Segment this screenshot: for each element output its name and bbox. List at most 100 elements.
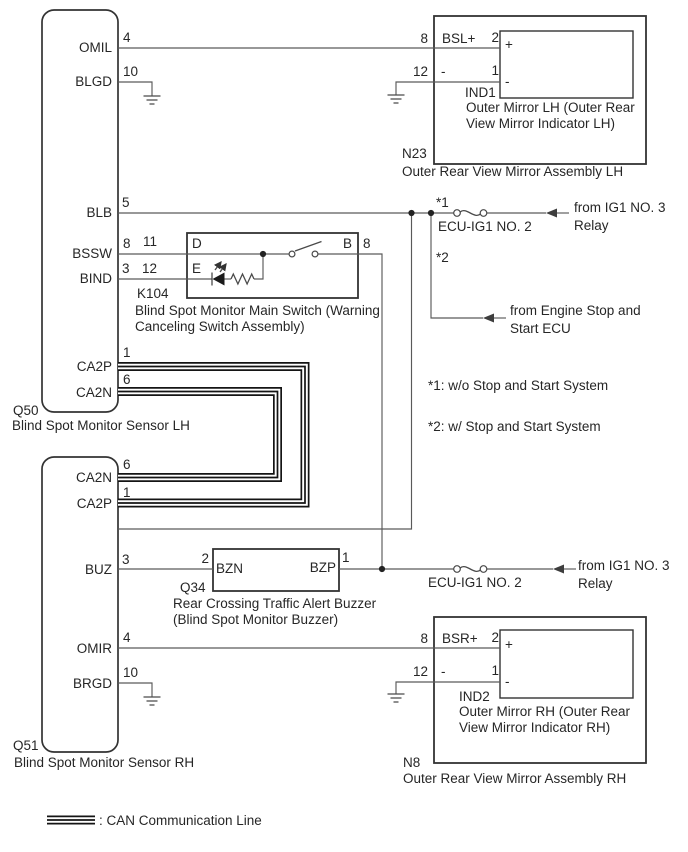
q51-pin-omir-label: OMIR xyxy=(77,641,112,656)
k104-pin-b-label: B xyxy=(343,236,352,251)
q34-pin-bzp-num: 1 xyxy=(342,550,350,565)
q51-pin-ca2p-label: CA2P xyxy=(77,496,112,511)
q50-pin-omil-label: OMIL xyxy=(79,40,112,55)
q50-pin-omil-num: 4 xyxy=(123,30,131,45)
n8-box xyxy=(433,616,647,764)
junction-k104 xyxy=(259,250,267,258)
n23-id: N23 xyxy=(402,146,427,161)
q51-pin-buz-label: BUZ xyxy=(85,562,112,577)
k104-pin-d-num: 11 xyxy=(143,234,157,249)
wire-ind2-ground xyxy=(395,681,500,694)
can-loop-outer xyxy=(118,362,310,508)
junction-blb-2 xyxy=(427,209,435,217)
n8-pin-gnd-outer-num: 12 xyxy=(413,664,428,679)
stop-start-source-line1: from Engine Stop and xyxy=(510,303,641,318)
q51-id: Q51 xyxy=(13,738,39,753)
n23-box xyxy=(433,15,647,165)
wire-resistor-riser xyxy=(254,254,264,280)
stop-start-source-line2: Start ECU xyxy=(510,321,571,336)
wire-brgd-ground xyxy=(118,682,153,697)
q50-label: Blind Spot Monitor Sensor LH xyxy=(12,418,190,433)
q50-pin-blb-num: 5 xyxy=(122,195,130,210)
k104-box xyxy=(186,232,359,299)
q34-label-line1: Rear Crossing Traffic Alert Buzzer xyxy=(173,596,377,611)
q51-pin-ca2n-num: 6 xyxy=(123,457,131,472)
n23-pin-gnd-inner-num: 1 xyxy=(491,63,499,78)
ind1-label-line1: Outer Mirror LH (Outer Rear xyxy=(466,100,635,115)
n8-pin-gnd-label: - xyxy=(441,664,446,679)
can-line-ca2n-fill xyxy=(118,388,281,481)
note2-marker: *2 xyxy=(436,250,449,265)
can-line-ca2n-core xyxy=(118,390,279,479)
q50-pin-bssw-label: BSSW xyxy=(72,246,112,261)
k104-resistor-icon xyxy=(230,272,255,286)
junction-bzp xyxy=(378,565,386,573)
q34-id: Q34 xyxy=(180,580,206,595)
junction-blb-1 xyxy=(408,209,415,217)
n23-pin-bsl-outer-num: 8 xyxy=(420,31,428,46)
ind2-box xyxy=(499,629,634,699)
q50-pin-bind-num: 3 xyxy=(122,261,130,276)
k104-pin-b-num: 8 xyxy=(363,236,371,251)
arrow-from-ig1-bottom-icon xyxy=(553,564,576,574)
ind2-id: IND2 xyxy=(459,689,490,704)
q51-label: Blind Spot Monitor Sensor RH xyxy=(14,755,194,770)
n8-label: Outer Rear View Mirror Assembly RH xyxy=(403,771,626,786)
arrow-from-ig1-top-icon xyxy=(546,208,569,218)
fuse-bottom-source-line2: Relay xyxy=(578,576,613,591)
wire-blgd-ground xyxy=(118,81,153,96)
ind2-plus-label: + xyxy=(505,637,513,652)
q50-id: Q50 xyxy=(13,403,39,418)
q51-pin-ca2p-num: 1 xyxy=(123,485,131,500)
n23-pin-gnd-outer-num: 12 xyxy=(413,64,428,79)
n23-pin-bsl-label: BSL+ xyxy=(442,31,476,46)
can-line-ca2n xyxy=(118,387,282,482)
ind1-box xyxy=(499,30,634,99)
q50-pin-ca2n-num: 6 xyxy=(123,372,131,387)
ind1-label-line2: View Mirror Indicator LH) xyxy=(466,116,615,131)
n8-pin-gnd-inner-num: 1 xyxy=(491,663,499,678)
k104-label-line1: Blind Spot Monitor Main Switch (Warning xyxy=(135,303,380,318)
ind2-minus-label: - xyxy=(505,674,510,689)
ground-icon-blgd xyxy=(142,95,162,105)
q34-pin-bzn-num: 2 xyxy=(201,551,209,566)
can-loop-inner xyxy=(118,387,282,482)
q34-label-line2: (Blind Spot Monitor Buzzer) xyxy=(173,612,338,627)
fuse-bottom-label: ECU-IG1 NO. 2 xyxy=(428,575,522,590)
ind1-id: IND1 xyxy=(465,85,496,100)
n8-pin-bsr-label: BSR+ xyxy=(442,631,478,646)
n8-pin-bsr-inner-num: 2 xyxy=(491,630,499,645)
q34-pin-bzn-label: BZN xyxy=(216,561,243,576)
n23-pin-gnd-label: - xyxy=(441,64,446,79)
n8-pin-bsr-outer-num: 8 xyxy=(420,631,428,646)
k104-pin-d-label: D xyxy=(192,236,202,251)
q51-box xyxy=(41,456,119,753)
q51-pin-buz-num: 3 xyxy=(122,552,130,567)
q50-pin-blgd-num: 10 xyxy=(123,64,138,79)
ground-icon-ind1 xyxy=(386,94,406,104)
note1-marker: *1 xyxy=(436,195,449,210)
k104-id: K104 xyxy=(137,286,169,301)
fuse-bottom-source-line1: from IG1 NO. 3 xyxy=(578,558,670,573)
ind1-plus-label: + xyxy=(505,37,513,52)
q50-pin-ca2n-label: CA2N xyxy=(76,385,112,400)
q50-pin-ca2p-label: CA2P xyxy=(77,359,112,374)
q51-pin-brgd-label: BRGD xyxy=(73,676,112,691)
q51-pin-ca2n-label: CA2N xyxy=(76,470,112,485)
k104-led-icon xyxy=(211,260,227,286)
q50-pin-blgd-label: BLGD xyxy=(75,74,112,89)
note-2: *2: w/ Stop and Start System xyxy=(428,419,601,434)
q50-pin-bssw-num: 8 xyxy=(123,236,131,251)
n23-label: Outer Rear View Mirror Assembly LH xyxy=(402,164,623,179)
k104-pin-e-num: 12 xyxy=(142,261,157,276)
ind1-minus-label: - xyxy=(505,74,510,89)
k104-switch-icon xyxy=(288,240,322,258)
can-line-ca2p-core xyxy=(118,365,306,504)
ind2-label-line1: Outer Mirror RH (Outer Rear xyxy=(459,704,631,719)
fuse-top-source-line2: Relay xyxy=(574,218,609,233)
ground-icon-brgd xyxy=(142,696,162,706)
ind2-label-line2: View Mirror Indicator RH) xyxy=(459,720,610,735)
fuse-ecu-ig1-top-icon xyxy=(453,209,488,217)
